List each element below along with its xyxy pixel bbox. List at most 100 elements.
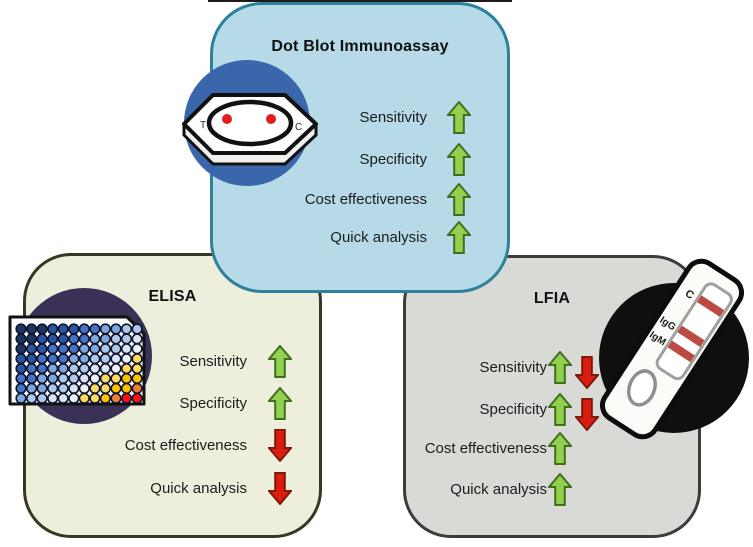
attribute-row: Quick analysis [406, 473, 698, 506]
microplate-well [25, 392, 38, 404]
microplate-well [131, 392, 143, 404]
microplate-well [36, 382, 48, 395]
panel-title-lfia: LFIA [533, 290, 571, 307]
microplate-well [78, 343, 90, 355]
row-label: Cost effectiveness [304, 191, 427, 208]
microplate-well [131, 372, 143, 385]
lateral-flow-cassette-icon: C IgG IgM [599, 258, 749, 440]
microplate-well [110, 323, 122, 335]
row-label: Cost effectiveness [424, 440, 547, 457]
microplate-well [15, 333, 27, 345]
microplate-well [89, 392, 101, 404]
microplate-well [99, 353, 111, 365]
microplate-well [120, 343, 133, 355]
microplate-well [68, 382, 80, 395]
microplate-well [110, 363, 122, 375]
up-arrow-icon [447, 183, 471, 216]
microplate-well [110, 392, 122, 404]
microplate-wells [15, 323, 143, 404]
microplate-well [25, 372, 38, 385]
microplate-well [78, 333, 90, 345]
microplate-well [15, 392, 27, 404]
microplate-well [57, 333, 69, 345]
microplate-well [131, 382, 143, 395]
row-label: Specificity [179, 395, 247, 412]
test-line-igg [677, 325, 705, 347]
microplate-well [89, 372, 101, 385]
microplate-well [110, 372, 122, 385]
up-arrow-icon [548, 351, 572, 384]
microplate-well [78, 372, 90, 385]
microplate-well [99, 343, 111, 355]
up-arrow-icon [548, 432, 572, 465]
microplate-well [110, 343, 122, 355]
microplate-well [36, 372, 48, 385]
microplate-well [47, 343, 59, 355]
microplate-well [120, 372, 133, 385]
microplate-well [89, 343, 101, 355]
microplate-well [25, 382, 38, 395]
attribute-row: Cost effectiveness [406, 432, 698, 465]
microplate-well [68, 372, 80, 385]
test-line-igm [667, 340, 695, 363]
test-line-c [697, 295, 725, 317]
microplate-well [25, 363, 38, 375]
up-arrow-icon [447, 101, 471, 134]
microplate-well [78, 363, 90, 375]
attribute-row: Cost effectiveness [213, 183, 507, 216]
microplate-well [47, 392, 59, 404]
test-dot [222, 114, 232, 124]
microplate-well [25, 353, 38, 365]
row-label: Specificity [359, 151, 427, 168]
attribute-row: Cost effectiveness [26, 429, 319, 462]
panel-title-dot-blot: Dot Blot Immunoassay [271, 38, 449, 55]
device-marker-c: C [295, 122, 302, 133]
up-arrow-icon [447, 221, 471, 254]
microplate-well [78, 353, 90, 365]
panel-title-elisa: ELISA [148, 288, 197, 305]
microplate-well [57, 323, 69, 335]
row-label: Quick analysis [150, 480, 247, 497]
microplate-well [89, 333, 101, 345]
cassette-sample-well [626, 369, 657, 407]
microplate-well [36, 343, 48, 355]
attribute-row: Sensitivity [406, 351, 698, 389]
up-arrow-icon [447, 143, 471, 176]
microplate-well [131, 323, 143, 335]
device-marker-t: T [200, 120, 206, 131]
microplate-well [68, 353, 80, 365]
microplate-well [15, 382, 27, 395]
microplate-well [36, 333, 48, 345]
microplate-well [25, 333, 38, 345]
microplate-well [120, 353, 133, 365]
microplate-well [57, 353, 69, 365]
microplate-well [120, 392, 133, 404]
microplate-well [89, 323, 101, 335]
microplate-well [99, 382, 111, 395]
microplate-well [78, 323, 90, 335]
microplate-well [68, 392, 80, 404]
microplate-well [68, 363, 80, 375]
row-label: Quick analysis [450, 481, 547, 498]
microplate-well [120, 333, 133, 345]
microplate-well [47, 323, 59, 335]
up-arrow-icon [548, 393, 572, 426]
dot-blot-device-icon: T C [182, 60, 318, 186]
attribute-row: Specificity [26, 387, 319, 420]
device-membrane-window [206, 99, 294, 147]
microplate-well [110, 382, 122, 395]
microplate-well [47, 382, 59, 395]
microplate-well [57, 382, 69, 395]
row-label: Cost effectiveness [124, 437, 247, 454]
up-arrow-icon [268, 387, 292, 420]
down-arrow-icon [268, 429, 292, 462]
attribute-row: Sensitivity [26, 345, 319, 378]
microplate-well [99, 323, 111, 335]
control-dot [266, 114, 276, 124]
microplate-well [25, 323, 38, 335]
microplate-well [68, 333, 80, 345]
microplate-well [47, 372, 59, 385]
microplate-well [89, 353, 101, 365]
attribute-row: Quick analysis [213, 221, 507, 254]
microplate-well [25, 343, 38, 355]
